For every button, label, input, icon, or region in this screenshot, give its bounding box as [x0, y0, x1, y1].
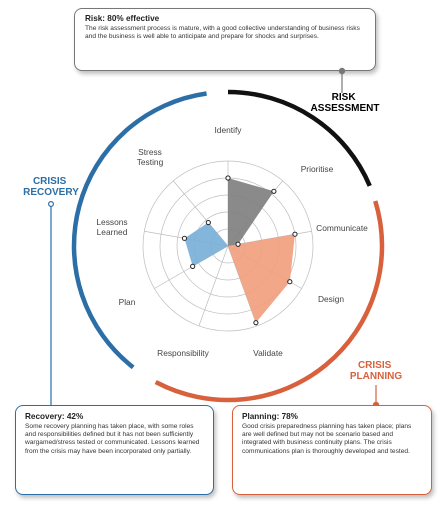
planning-card-title: Planning: 78%: [242, 412, 298, 421]
risk-card-title: Risk: 80% effective: [85, 14, 160, 23]
series-area: [228, 178, 274, 246]
axis-label: Responsibility: [157, 348, 209, 358]
planning-section-title: CRISIS PLANNING: [350, 360, 402, 382]
risk-connector-dot: [338, 67, 346, 75]
axis-label: Communicate: [316, 223, 368, 233]
data-point: [225, 175, 231, 181]
risk-arc: [227, 89, 372, 187]
risk-card-body: The risk assessment process is mature, w…: [85, 25, 360, 41]
recovery-section-title: CRISIS RECOVERY: [23, 176, 79, 198]
data-point: [271, 188, 277, 194]
planning-arc: [154, 200, 385, 403]
grid-spoke: [227, 230, 312, 247]
radar-areas: [184, 178, 295, 323]
data-point: [190, 263, 196, 269]
recovery-card-body: Some recovery planning has taken place, …: [25, 423, 200, 455]
axis-label: Plan: [119, 297, 136, 307]
data-point: [292, 231, 298, 237]
radar-axis-labels: IdentifyPrioritiseCommunicateDesignValid…: [96, 125, 368, 358]
data-point: [181, 235, 188, 241]
data-point: [235, 241, 241, 247]
axis-label: Prioritise: [301, 164, 334, 174]
recovery-connector-dot: [47, 201, 54, 208]
risk-summary-card: Risk: 80% effective The risk assessment …: [74, 8, 376, 71]
risk-section-title: RISK ASSESSMENT: [311, 92, 380, 114]
series-area: [184, 222, 228, 267]
outer-ring: [71, 89, 385, 403]
radar-markers: [181, 175, 298, 326]
axis-label: Validate: [253, 348, 283, 358]
axis-label: Design: [318, 294, 344, 304]
recovery-arc: [71, 91, 207, 370]
data-point: [287, 279, 293, 285]
grid-spoke: [198, 245, 229, 326]
data-point: [253, 320, 259, 326]
recovery-summary-card: Recovery: 42% Some recovery planning has…: [15, 405, 214, 495]
recovery-card-title: Recovery: 42%: [25, 412, 84, 421]
series-area: [228, 234, 295, 323]
planning-card-body: Good crisis preparedness planning has ta…: [242, 423, 412, 455]
axis-label: Identify: [214, 125, 242, 135]
data-point: [205, 219, 211, 226]
planning-summary-card: Planning: 78% Good crisis preparedness p…: [232, 405, 432, 495]
